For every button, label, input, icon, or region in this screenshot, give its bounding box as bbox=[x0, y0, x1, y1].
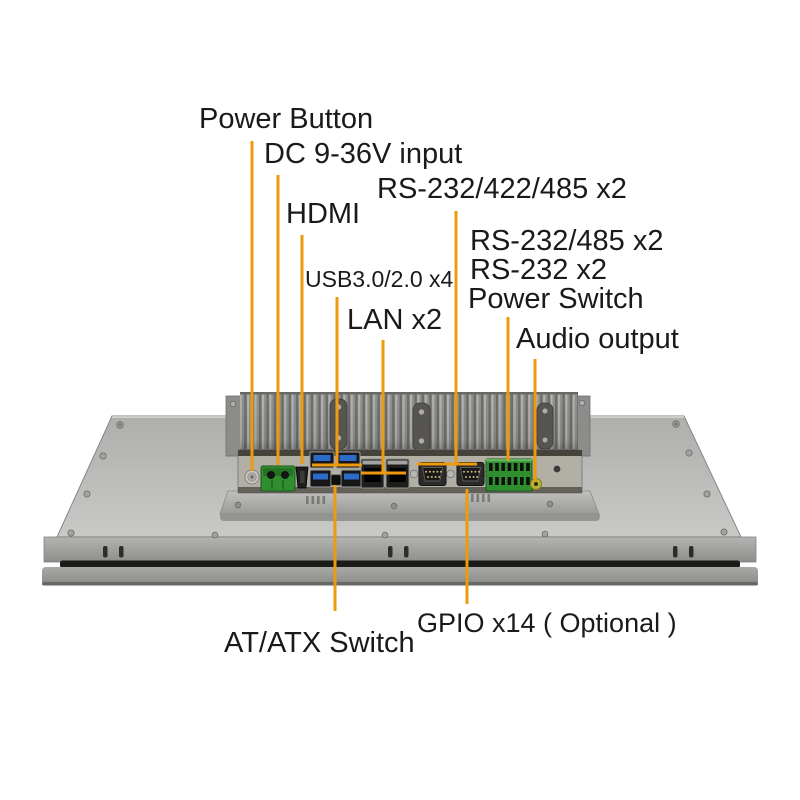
serial-db9-port-2 bbox=[456, 462, 485, 486]
label-gpio: GPIO x14 ( Optional ) bbox=[417, 608, 677, 638]
pedestal-vents bbox=[306, 494, 491, 504]
leader-lan bbox=[361, 340, 406, 475]
label-rs232-485: RS-232/485 x2 bbox=[470, 225, 664, 257]
usb-ports bbox=[309, 451, 363, 488]
label-power-switch: Power Switch bbox=[468, 283, 644, 315]
heatsink-pedestal bbox=[219, 490, 600, 521]
power-button bbox=[244, 469, 260, 485]
label-lan: LAN x2 bbox=[347, 304, 443, 336]
bezel-vent-slots bbox=[103, 546, 694, 558]
heatsink bbox=[225, 392, 591, 457]
label-hdmi: HDMI bbox=[286, 198, 361, 230]
hdmi-port bbox=[295, 466, 309, 489]
panel-screws bbox=[67, 420, 728, 539]
leader-rs232-422-485 bbox=[417, 211, 477, 466]
dc-input-terminal bbox=[260, 465, 296, 492]
label-audio-output: Audio output bbox=[516, 323, 679, 355]
label-rs232: RS-232 x2 bbox=[470, 254, 608, 286]
label-power-button: Power Button bbox=[199, 103, 374, 135]
serial-db9-port-1 bbox=[418, 462, 447, 486]
label-at-atx-switch: AT/ATX Switch bbox=[224, 627, 415, 659]
faceplate-hole bbox=[553, 465, 561, 473]
label-dc-input: DC 9-36V input bbox=[264, 138, 463, 170]
leader-usb bbox=[312, 297, 362, 467]
label-usb: USB3.0/2.0 x4 bbox=[305, 266, 454, 292]
front-bezel-edge bbox=[42, 536, 758, 586]
label-rs232-422-485: RS-232/422/485 x2 bbox=[377, 173, 627, 205]
heatsink-fins bbox=[240, 392, 578, 455]
